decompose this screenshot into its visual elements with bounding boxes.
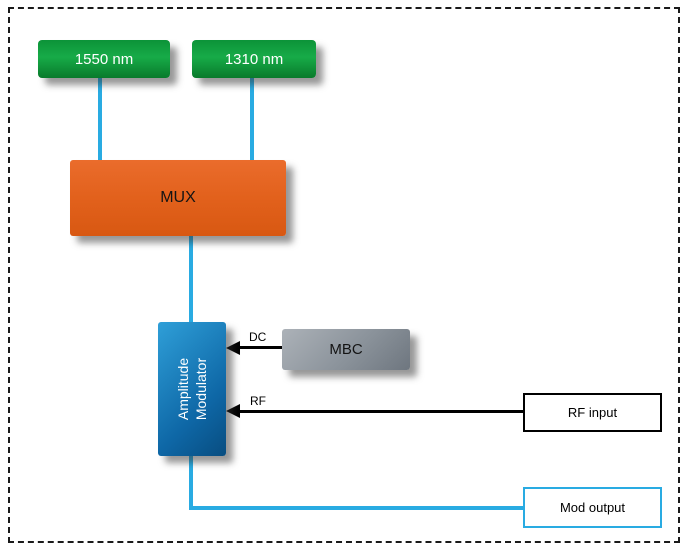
laser-source-1550nm-box: 1550 nm <box>38 40 170 78</box>
modulator-output-connector-vertical <box>189 454 193 510</box>
dashed-border <box>8 7 680 543</box>
mod-output-box: Mod output <box>523 487 662 528</box>
mux-label: MUX <box>160 189 196 206</box>
mbc-label: MBC <box>329 341 363 358</box>
fiber-1310-to-mux-connector <box>250 78 254 162</box>
mux-box: MUX <box>70 160 286 236</box>
rf-edge-label: RF <box>250 394 266 408</box>
laser-source-1310nm-box: 1310 nm <box>192 40 316 78</box>
rf-input-label: RF input <box>567 405 618 420</box>
laser-1550-label: 1550 nm <box>74 50 134 68</box>
dc-wire <box>238 346 282 349</box>
mod-output-label: Mod output <box>559 500 626 515</box>
amplitude-modulator-label: Amplitude Modulator <box>174 357 209 421</box>
modulator-output-connector-horizontal <box>189 506 523 510</box>
dc-edge-label: DC <box>249 330 267 344</box>
rf-wire <box>238 410 523 413</box>
fiber-1550-to-mux-connector <box>98 78 102 162</box>
mbc-box: MBC <box>282 329 410 370</box>
dc-arrowhead-icon <box>226 341 240 355</box>
amplitude-modulator-box: Amplitude Modulator <box>158 322 226 456</box>
mux-to-modulator-connector <box>189 234 193 324</box>
rf-input-box: RF input <box>523 393 662 432</box>
laser-1310-label: 1310 nm <box>224 50 284 68</box>
rf-arrowhead-icon <box>226 404 240 418</box>
